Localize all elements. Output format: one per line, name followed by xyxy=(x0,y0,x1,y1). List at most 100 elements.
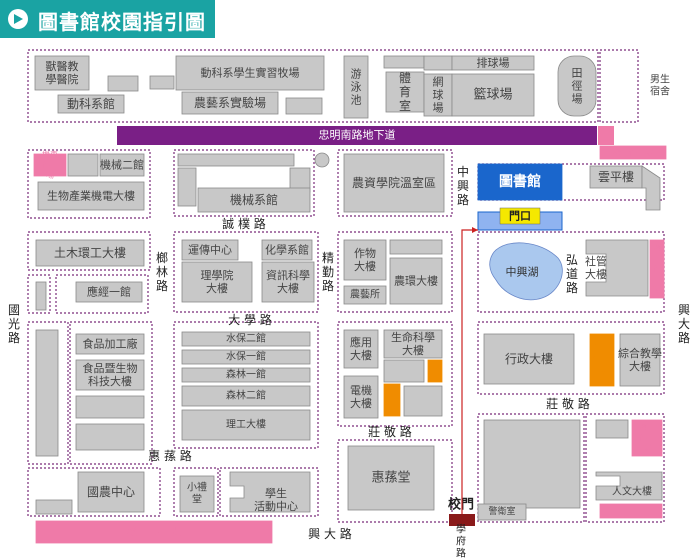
block-outline xyxy=(27,231,151,271)
building-b44 xyxy=(477,503,527,521)
label-b25: 食品加工廠 xyxy=(83,337,138,351)
label-motor_left: 機車 xyxy=(42,150,58,160)
block-outline xyxy=(337,231,453,313)
title-banner: 圖書館校園指引圖 xyxy=(0,0,215,38)
label-b11: 男生 xyxy=(650,73,670,86)
block-outline xyxy=(27,467,161,517)
gate-box xyxy=(499,207,541,225)
label-b4: 農藝系實驗場 xyxy=(194,95,266,110)
label-b20: 理學院 xyxy=(201,268,234,282)
building- xyxy=(383,383,401,417)
building- xyxy=(35,329,59,457)
building-b36 xyxy=(619,333,661,387)
building- xyxy=(149,75,175,90)
building-b42 xyxy=(229,471,311,513)
label-motor_rt: 車 xyxy=(653,274,661,284)
label-r_zhongxing: 興 xyxy=(457,179,469,193)
building-b8 xyxy=(451,73,535,117)
label-b37: 大樓 xyxy=(585,267,607,281)
label-b9: 場 xyxy=(433,102,444,115)
building- xyxy=(75,423,145,451)
building-annex xyxy=(641,165,661,211)
label-r_hongdao: 路 xyxy=(566,280,578,295)
label-b44: 警衛室 xyxy=(488,505,515,517)
building-motor_orange xyxy=(589,333,615,387)
label-b1: 獸醫教 xyxy=(46,60,79,73)
label-underpass: 忠明南路地下道 xyxy=(319,128,396,142)
building- xyxy=(177,153,295,167)
label-lake: 中興湖 xyxy=(506,266,539,279)
label-b32: 應用 xyxy=(350,335,372,349)
block-outline xyxy=(477,321,665,395)
label-b10: 場 xyxy=(572,93,583,106)
building- xyxy=(483,419,581,509)
label-r_huisun: 惠 蓀 路 xyxy=(148,448,192,463)
building-b20 xyxy=(181,261,253,303)
label-b38: 雲平樓 xyxy=(598,169,634,184)
label-r_jingqin: 路 xyxy=(322,278,334,293)
building-b25 xyxy=(75,333,145,355)
block-outline xyxy=(69,321,153,465)
label-b5: 泳 xyxy=(351,80,362,94)
label-b39: 惠蓀堂 xyxy=(371,471,410,486)
label-motor_top: 機車停車場 xyxy=(613,147,653,157)
label-r_xingda_r: 興 xyxy=(678,303,690,317)
label-r_zhuangjing_r: 莊 敬 路 xyxy=(546,396,590,411)
building-b1 xyxy=(34,55,90,91)
building- xyxy=(35,281,47,311)
label-b1: 學醫院 xyxy=(46,72,79,86)
label-r_xingda_b: 興 大 路 xyxy=(308,526,352,541)
building-b35 xyxy=(483,333,575,385)
building- xyxy=(383,359,425,383)
block-outline xyxy=(337,149,453,217)
building-b41 xyxy=(179,475,215,513)
label-motor_left: 停車 xyxy=(42,160,58,170)
building-b39 xyxy=(347,445,435,511)
label-b33: 生命科學 xyxy=(391,330,435,344)
building-b43 xyxy=(595,471,663,501)
building- xyxy=(177,167,197,207)
label-b9: 球 xyxy=(433,88,444,102)
building-b7 xyxy=(451,55,535,71)
label-b8: 籃球場 xyxy=(473,88,512,103)
label-b13: 農資學院溫室區 xyxy=(352,175,436,190)
block-outline xyxy=(55,274,149,314)
pink-strip xyxy=(598,126,614,145)
building-b28 xyxy=(181,349,311,365)
building- xyxy=(427,359,443,383)
label-b9: 網 xyxy=(433,75,444,89)
label-b37: 社管 xyxy=(585,254,607,268)
building- xyxy=(285,97,323,115)
label-b34: 電機 xyxy=(350,383,372,397)
label-b3: 動科系館 xyxy=(67,96,115,111)
label-b33: 大樓 xyxy=(402,343,424,357)
block-outline xyxy=(173,149,315,217)
block-outline xyxy=(477,413,585,523)
label-b27: 水保二館 xyxy=(226,332,266,345)
label-b14: 生物產業機電大樓 xyxy=(47,189,135,203)
label-motor_br: 機車 xyxy=(639,423,655,433)
building- xyxy=(423,55,453,71)
building- xyxy=(107,75,139,92)
label-r_zhongxing: 路 xyxy=(457,192,469,207)
building-b26 xyxy=(75,359,145,391)
label-b7: 排球場 xyxy=(477,56,510,70)
label-r_zhuangjing_l: 莊 敬 路 xyxy=(368,424,412,439)
label-motor_orange: 停車 xyxy=(593,353,611,365)
building- xyxy=(595,419,629,439)
label-motor_rt: 機 xyxy=(653,244,661,254)
label-b15: 機械二館 xyxy=(100,158,144,172)
lake xyxy=(489,242,563,301)
building-b23 xyxy=(343,285,387,305)
building-b5 xyxy=(343,55,369,119)
building-b4 xyxy=(181,91,279,115)
building-b16 xyxy=(35,239,145,267)
label-b6: 育 xyxy=(399,84,411,99)
building-b6 xyxy=(385,71,425,113)
building-motor_top xyxy=(599,145,667,160)
building- xyxy=(389,239,443,255)
label-b17: 應經一館 xyxy=(87,285,131,299)
label-b31: 理工大樓 xyxy=(226,418,266,431)
label-b30: 森林二館 xyxy=(226,389,266,402)
building-b15 xyxy=(99,153,145,177)
